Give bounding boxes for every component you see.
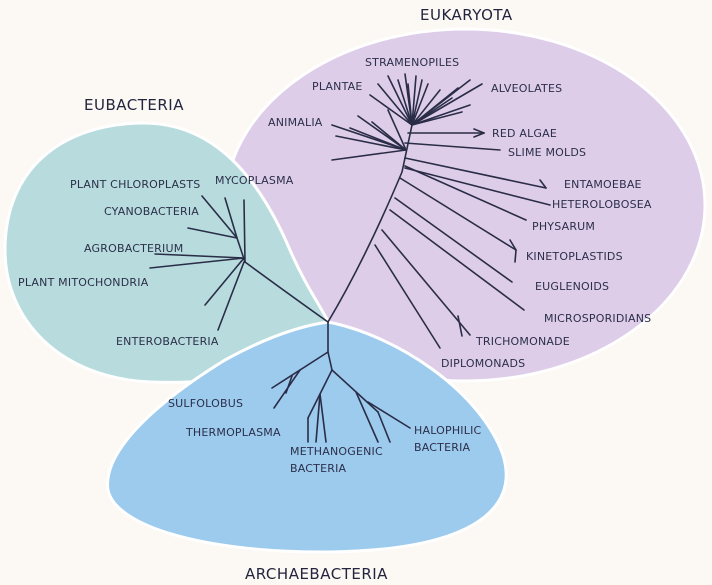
- taxon-label-plant-mitochondria: PLANT MITOCHONDRIA: [18, 276, 149, 289]
- taxon-label-methanogenic-bacteria-line1: METHANOGENIC: [290, 445, 383, 458]
- tree-branches: [149, 73, 551, 443]
- taxon-label-stramenopiles: STRAMENOPILES: [365, 56, 459, 69]
- group-label-archaebacteria: ARCHAEBACTERIA: [245, 565, 388, 583]
- taxon-label-mycoplasma: MYCOPLASMA: [215, 174, 294, 187]
- taxon-label-sulfolobus: SULFOLOBUS: [168, 397, 243, 410]
- taxon-label-thermoplasma: THERMOPLASMA: [185, 426, 281, 439]
- taxon-label-cyanobacteria: CYANOBACTERIA: [104, 205, 199, 218]
- taxon-label-diplomonads: DIPLOMONADS: [441, 357, 525, 370]
- taxon-label-entamoebae: ENTAMOEBAE: [564, 178, 642, 191]
- taxon-label-physarum: PHYSARUM: [532, 220, 595, 233]
- taxon-label-plantae: PLANTAE: [312, 80, 363, 93]
- taxon-label-alveolates: ALVEOLATES: [491, 82, 562, 95]
- taxon-label-plant-chloroplasts: PLANT CHLOROPLASTS: [70, 178, 200, 191]
- taxon-label-microsporidians: MICROSPORIDIANS: [544, 312, 651, 325]
- taxon-label-agrobacterium: AGROBACTERIUM: [84, 242, 183, 255]
- taxon-label-euglenoids: EUGLENOIDS: [535, 280, 609, 293]
- eubacteria-region: [3, 121, 332, 384]
- taxon-label-red-algae: RED ALGAE: [492, 127, 557, 140]
- group-label-eukaryota: EUKARYOTA: [420, 6, 513, 24]
- taxon-label-animalia: ANIMALIA: [268, 116, 323, 129]
- taxon-label-trichomonade: TRICHOMONADE: [475, 335, 570, 348]
- taxon-label-halophilic-bacteria-line1: HALOPHILIC: [414, 424, 482, 437]
- taxon-label-heterolobosea: HETEROLOBOSEA: [552, 198, 652, 211]
- taxon-label-kinetoplastids: KINETOPLASTIDS: [526, 250, 623, 263]
- taxon-label-slime-molds: SLIME MOLDS: [508, 146, 586, 159]
- archaebacteria-region: [106, 320, 508, 554]
- taxon-label-methanogenic-bacteria-line2: BACTERIA: [290, 462, 347, 475]
- taxon-label-halophilic-bacteria-line2: BACTERIA: [414, 441, 471, 454]
- group-label-eubacteria: EUBACTERIA: [84, 96, 184, 114]
- taxon-label-enterobacteria: ENTEROBACTERIA: [116, 335, 219, 348]
